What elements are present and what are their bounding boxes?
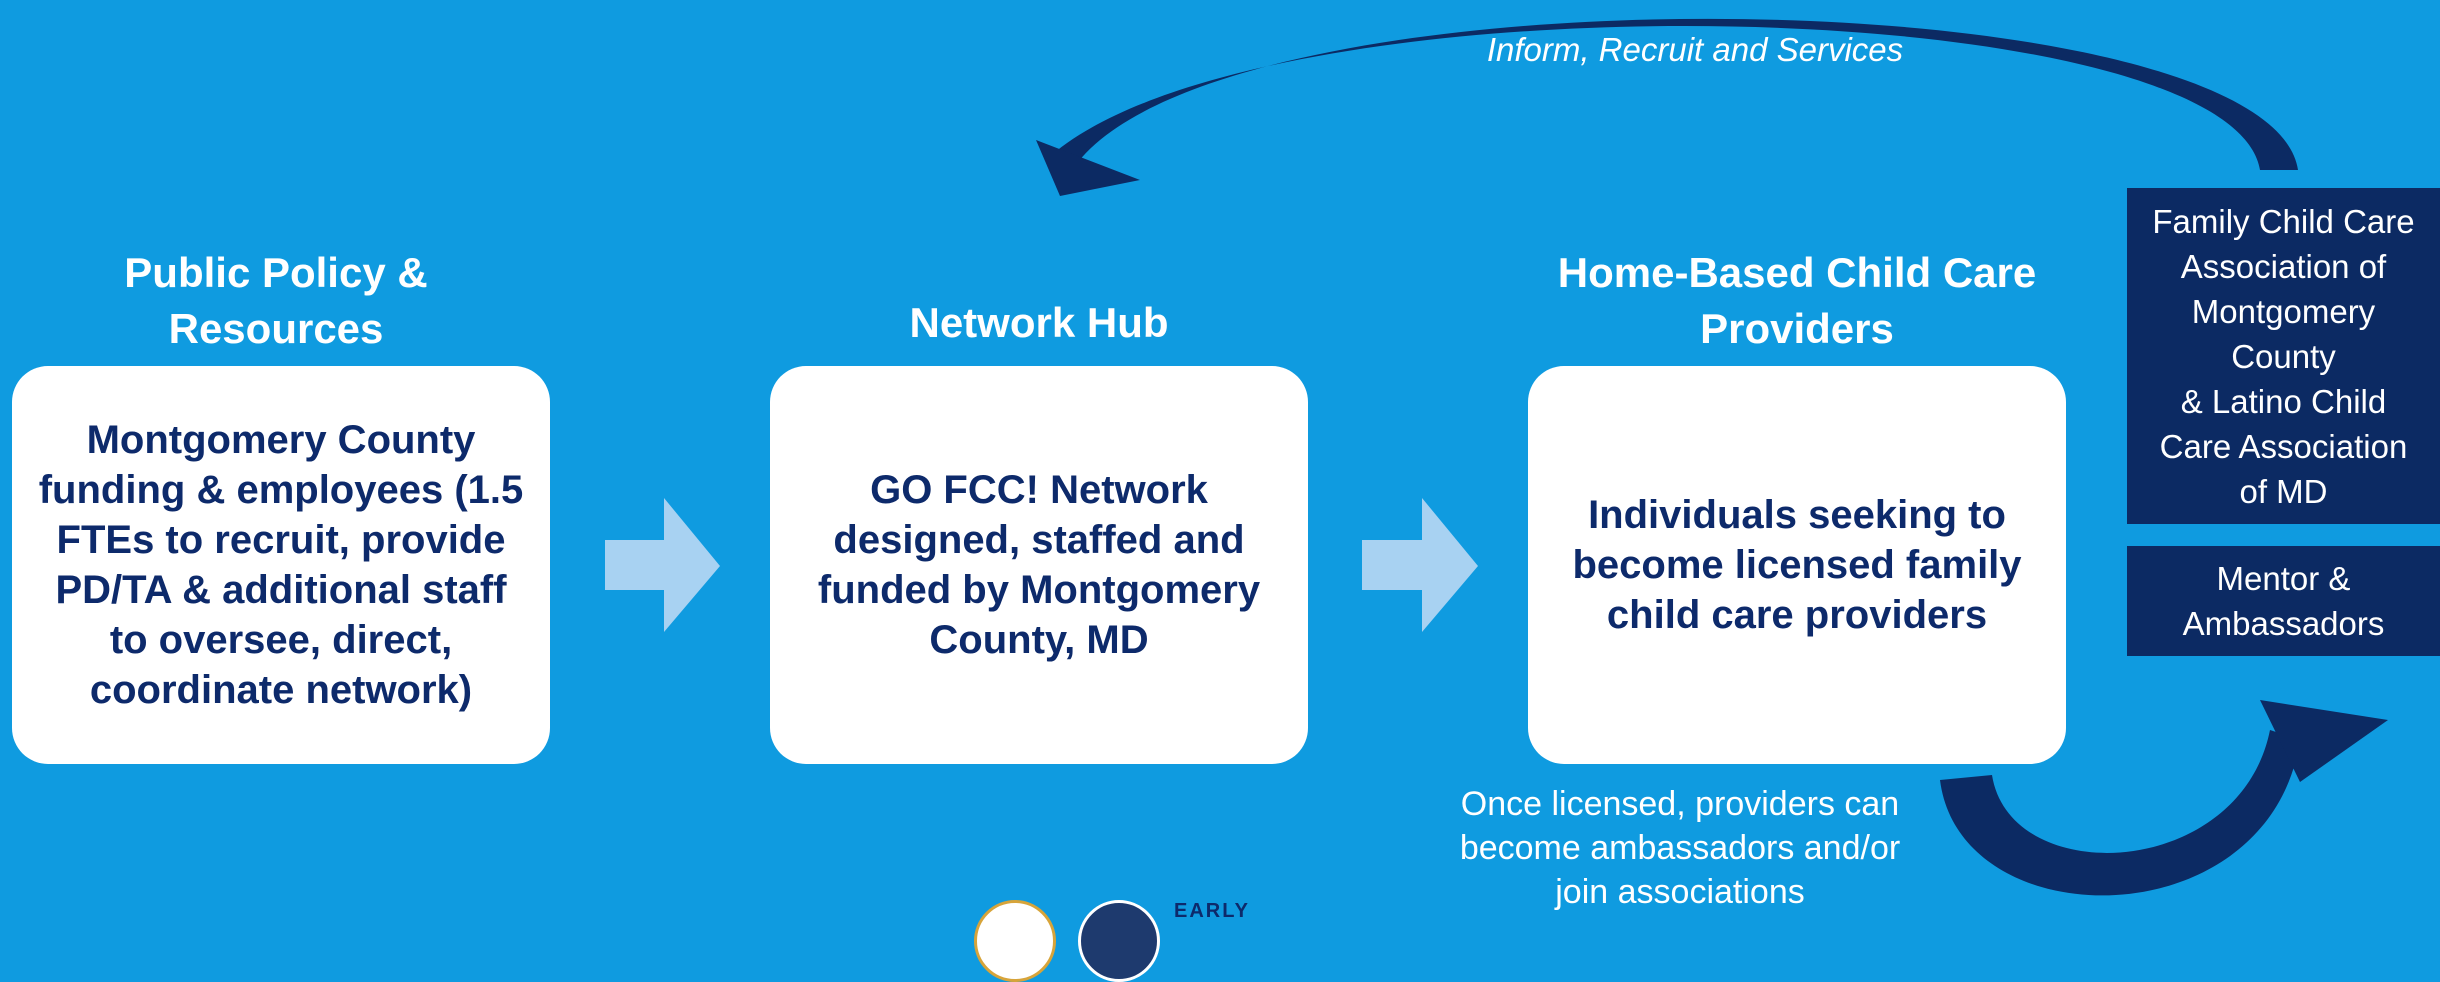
header-network-hub: Network Hub [909, 299, 1169, 346]
right-arrow-1 [605, 498, 720, 632]
arc-label: Inform, Recruit and Services [1486, 31, 1904, 68]
logo-row: EARLY [970, 896, 1270, 982]
mentor-box-text: Mentor & Ambassadors [2182, 560, 2385, 642]
right-arrow-2 [1362, 498, 1478, 632]
header-providers: Home-Based Child Care Providers [1557, 249, 2037, 352]
card-network-hub: GO FCC! Network designed, staffed and fu… [770, 366, 1308, 764]
card-providers: Individuals seeking to become licensed f… [1528, 366, 2066, 764]
card-public-policy: Montgomery County funding & employees (1… [12, 366, 550, 764]
association-box: Family Child Care Association of Montgom… [2127, 188, 2440, 524]
header-public-policy: Public Policy & Resources [124, 249, 428, 352]
bottom-note: Once licensed, providers can become amba… [1459, 785, 1901, 911]
card-public-policy-text: Montgomery County funding & employees (1… [38, 418, 524, 712]
association-box-text: Family Child Care Association of Montgom… [2152, 202, 2415, 510]
top-curved-arrow-icon [605, 18, 2388, 896]
card-providers-text: Individuals seeking to become licensed f… [1572, 493, 2022, 637]
county-seal-icon [974, 900, 1056, 982]
grow-match-badge-icon [1078, 900, 1160, 982]
mentor-box: Mentor & Ambassadors [2127, 546, 2440, 656]
early-logo-text: EARLY [1174, 900, 1250, 922]
card-network-hub-text: GO FCC! Network designed, staffed and fu… [817, 468, 1261, 662]
diagram-canvas: Inform, Recruit and Services Public Poli… [12, 18, 2440, 982]
